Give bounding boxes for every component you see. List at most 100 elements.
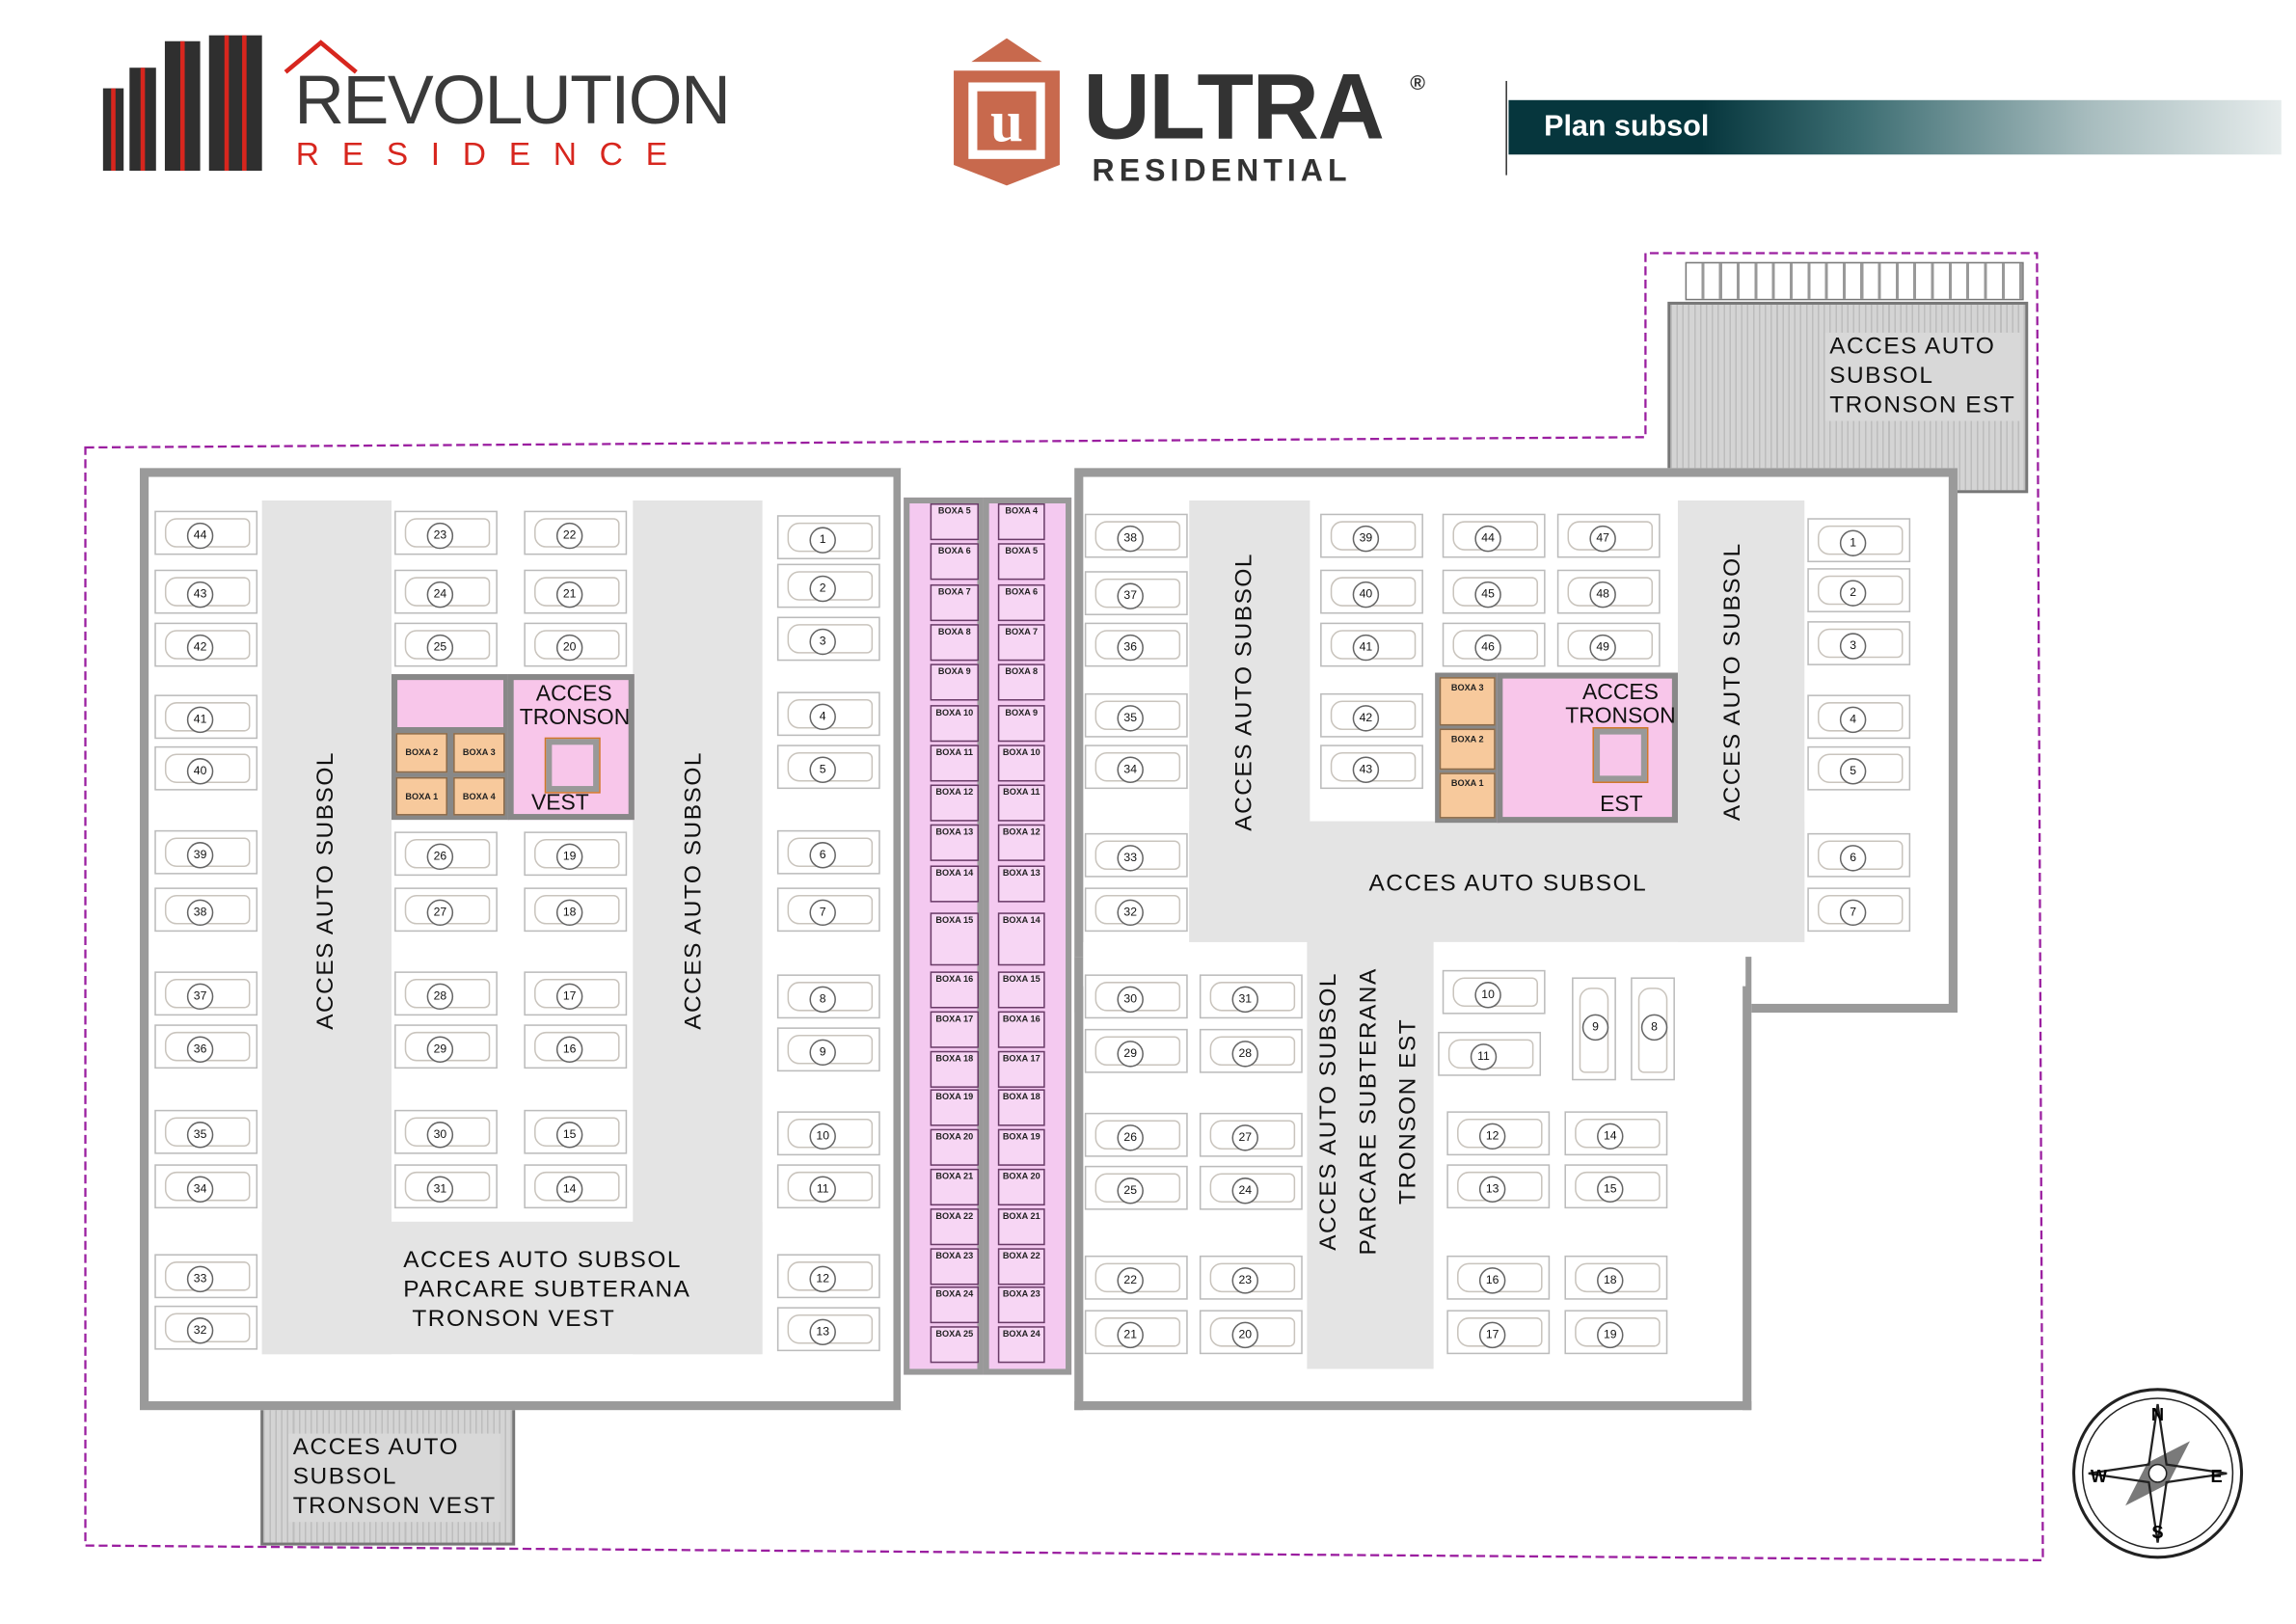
parking-spot: 10 bbox=[1442, 969, 1546, 1015]
storage-box: BOXA 3 bbox=[1439, 677, 1496, 726]
parking-spot: 27 bbox=[1199, 1112, 1303, 1157]
parking-spot: 4 bbox=[1807, 694, 1911, 740]
spot-number: 26 bbox=[1117, 1124, 1144, 1151]
parking-spot: 26 bbox=[1084, 1112, 1188, 1157]
spot-number: 41 bbox=[1352, 634, 1380, 662]
east-core-label-est: EST bbox=[1600, 792, 1643, 818]
storage-box: BOXA 23 bbox=[930, 1247, 979, 1285]
parking-spot: 21 bbox=[1084, 1310, 1188, 1355]
spot-number: 44 bbox=[186, 522, 214, 550]
spot-number: 3 bbox=[809, 628, 836, 656]
spot-number: 6 bbox=[1839, 845, 1867, 872]
parking-spot: 20 bbox=[1199, 1310, 1303, 1355]
plan-title: Plan subsol bbox=[1544, 110, 1710, 144]
parking-spot: 15 bbox=[1564, 1164, 1668, 1209]
east-drive-lower bbox=[1307, 821, 1434, 1369]
storage-box: BOXA 22 bbox=[997, 1247, 1045, 1285]
spot-number: 23 bbox=[426, 522, 454, 550]
spot-number: 9 bbox=[1581, 1014, 1609, 1042]
spot-number: 23 bbox=[1231, 1267, 1258, 1294]
spot-number: 20 bbox=[1231, 1321, 1258, 1349]
spot-number: 27 bbox=[426, 899, 454, 927]
spot-number: 7 bbox=[1839, 899, 1867, 927]
parking-spot: 12 bbox=[776, 1254, 880, 1299]
storage-box: BOXA 20 bbox=[997, 1168, 1045, 1206]
spot-number: 18 bbox=[1597, 1267, 1624, 1294]
ramp-grate bbox=[1685, 261, 2024, 301]
parking-spot: 30 bbox=[394, 1109, 498, 1154]
spot-number: 6 bbox=[809, 842, 836, 869]
parking-spot: 33 bbox=[1084, 832, 1188, 878]
spot-number: 40 bbox=[186, 758, 214, 785]
parking-spot: 27 bbox=[394, 887, 498, 933]
spot-number: 5 bbox=[809, 756, 836, 783]
parking-spot: 16 bbox=[524, 1024, 628, 1069]
ultra-shield-logo: u bbox=[954, 38, 1060, 186]
spot-number: 42 bbox=[1352, 705, 1380, 732]
spot-number: 33 bbox=[186, 1265, 214, 1293]
compass-n: N bbox=[2151, 1404, 2164, 1424]
spot-number: 37 bbox=[186, 983, 214, 1011]
storage-box: BOXA 21 bbox=[930, 1168, 979, 1206]
spot-number: 24 bbox=[1231, 1177, 1258, 1204]
parking-spot: 31 bbox=[1199, 974, 1303, 1019]
storage-box: BOXA 25 bbox=[930, 1326, 979, 1364]
parking-spot: 8 bbox=[1631, 977, 1675, 1081]
west-drive-2-label: ACCES AUTO SUBSOL bbox=[681, 751, 707, 1030]
parking-spot: 11 bbox=[1438, 1031, 1542, 1076]
storage-box: BOXA 6 bbox=[930, 543, 979, 581]
compass-e: E bbox=[2210, 1466, 2222, 1486]
storage-box: BOXA 8 bbox=[930, 623, 979, 662]
spot-number: 33 bbox=[1117, 845, 1144, 872]
storage-box: BOXA 4 bbox=[997, 502, 1045, 541]
spot-number: 11 bbox=[1470, 1043, 1498, 1070]
parking-spot: 43 bbox=[154, 569, 258, 614]
parking-spot: 34 bbox=[1084, 744, 1188, 790]
storage-box: BOXA 9 bbox=[997, 704, 1045, 742]
storage-box: BOXA 20 bbox=[930, 1128, 979, 1167]
parking-spot: 49 bbox=[1556, 622, 1661, 667]
spot-number: 30 bbox=[426, 1122, 454, 1149]
spot-number: 38 bbox=[186, 899, 214, 927]
compass-s: S bbox=[2151, 1522, 2163, 1542]
east-drive-h bbox=[1189, 821, 1805, 942]
spot-number: 31 bbox=[1231, 986, 1258, 1014]
parking-spot: 6 bbox=[776, 829, 880, 875]
storage-box: BOXA 11 bbox=[997, 784, 1045, 822]
parking-spot: 18 bbox=[524, 887, 628, 933]
parking-spot: 22 bbox=[524, 510, 628, 555]
parking-spot: 36 bbox=[154, 1024, 258, 1069]
east-drive-1-label: ACCES AUTO SUBSOL bbox=[1231, 552, 1257, 831]
spot-number: 38 bbox=[1117, 525, 1144, 553]
storage-box: BOXA 2 bbox=[1439, 728, 1496, 771]
parking-spot: 4 bbox=[776, 691, 880, 737]
storage-box: BOXA 23 bbox=[997, 1286, 1045, 1324]
parking-spot: 5 bbox=[776, 744, 880, 790]
storage-box: BOXA 4 bbox=[453, 776, 505, 816]
storage-box: BOXA 13 bbox=[997, 864, 1045, 903]
parking-spot: 26 bbox=[394, 831, 498, 877]
storage-box: BOXA 14 bbox=[930, 864, 979, 903]
parking-spot: 48 bbox=[1556, 569, 1661, 614]
parking-spot: 23 bbox=[1199, 1255, 1303, 1300]
parking-spot: 43 bbox=[1320, 744, 1423, 790]
parking-spot: 14 bbox=[1564, 1111, 1668, 1156]
storage-box: BOXA 1 bbox=[395, 776, 447, 816]
ultra-subtitle: RESIDENTIAL bbox=[1092, 154, 1352, 189]
title-banner: Plan subsol bbox=[1508, 99, 2282, 155]
parking-spot: 25 bbox=[1084, 1165, 1188, 1210]
spot-number: 32 bbox=[1117, 899, 1144, 927]
spot-number: 29 bbox=[426, 1036, 454, 1063]
spot-number: 43 bbox=[186, 581, 214, 609]
spot-number: 7 bbox=[809, 899, 836, 927]
spot-number: 30 bbox=[1117, 986, 1144, 1014]
storage-box: BOXA 1 bbox=[1439, 772, 1496, 819]
parking-spot: 23 bbox=[394, 510, 498, 555]
spot-number: 17 bbox=[1478, 1321, 1506, 1349]
storage-box: BOXA 18 bbox=[930, 1050, 979, 1088]
